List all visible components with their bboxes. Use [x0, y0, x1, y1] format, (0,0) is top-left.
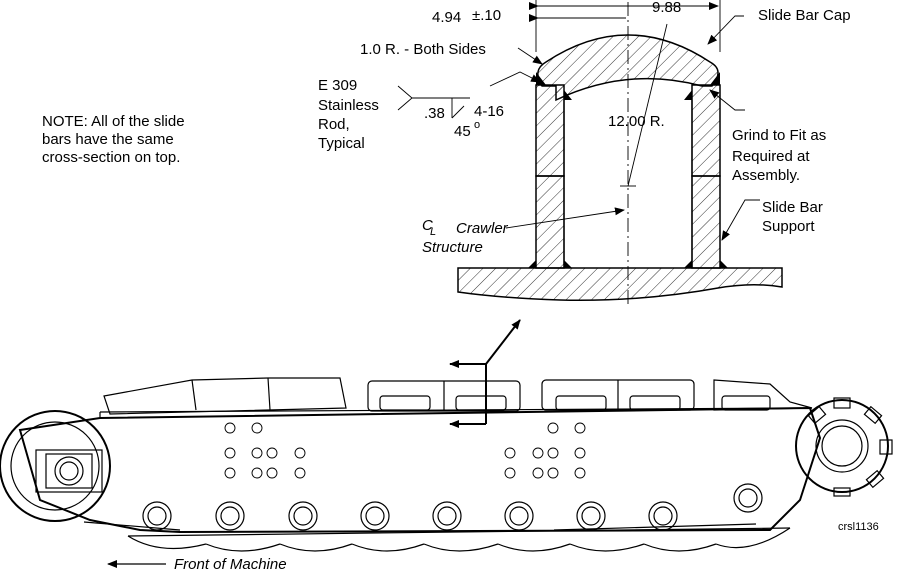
grind-note-line-2: Required at	[732, 148, 810, 165]
dim-half-width: 4.94	[432, 9, 461, 26]
section-cut-marker	[449, 319, 521, 428]
slide-bar-support-right	[691, 175, 721, 269]
slide-bar-support-label-2: Support	[762, 218, 815, 235]
weld-size: .38	[424, 105, 445, 122]
centerline-symbol: C	[422, 217, 433, 234]
weld-angle: 45	[454, 123, 471, 140]
slide-bar-left	[535, 84, 565, 177]
slide-bar-cap-label: Slide Bar Cap	[758, 7, 851, 24]
grind-note-line-3: Assembly.	[732, 167, 800, 184]
bottom-track-shoes	[127, 527, 791, 552]
weld-angle-unit: o	[474, 119, 480, 131]
weld-base-left-out	[528, 260, 536, 268]
weld-rod-line-3: Rod,	[318, 116, 350, 133]
rear-sprocket-inner	[815, 419, 869, 473]
slide-bar-section-view	[397, 0, 783, 308]
weld-cap-inner-right	[684, 90, 692, 100]
crawler-frame	[18, 406, 822, 534]
rear-sprocket-outer	[795, 399, 889, 493]
weld-rod-line-2: Stainless	[318, 97, 379, 114]
weld-rod-line-1: E 309	[318, 77, 357, 94]
weld-base-left-in	[564, 260, 572, 268]
upper-track-shoes	[103, 377, 813, 415]
radius-both-sides: 1.0 R. - Both Sides	[360, 41, 486, 58]
front-idler-inner	[10, 421, 100, 511]
slide-bar-cap	[537, 34, 719, 102]
slide-bar-right	[691, 84, 721, 177]
crawler-structure-plate	[457, 267, 783, 301]
crawler-label: Crawler	[456, 220, 509, 237]
dim-full-width: 9.88	[652, 0, 681, 16]
weld-base-right-out	[720, 260, 728, 268]
take-up-block	[35, 449, 103, 493]
bolt-group-left	[224, 422, 306, 479]
front-of-machine-label: Front of Machine	[174, 556, 287, 573]
sprocket-teeth	[807, 397, 893, 497]
slide-bar-support-left	[535, 175, 565, 269]
grind-note-line-1: Grind to Fit as	[732, 127, 826, 144]
note-line-3: cross-section on top.	[42, 149, 180, 166]
weld-pitch: 4-16	[474, 103, 504, 120]
weld-cap-inner-left	[564, 90, 572, 100]
lower-rollers	[142, 483, 763, 531]
note-line-2: bars have the same	[42, 131, 174, 148]
crawler-side-view	[0, 319, 893, 568]
weld-rod-line-4: Typical	[318, 135, 365, 152]
cap-radius: 12.00 R.	[608, 113, 665, 130]
weld-cap-right	[710, 72, 720, 85]
slide-bar-support-label-1: Slide Bar	[762, 199, 823, 216]
centerline-sub: L	[430, 226, 436, 238]
figure-id: crsl1136	[838, 521, 879, 533]
structure-label: Structure	[422, 239, 483, 256]
front-idler-outer	[0, 410, 111, 522]
bolt-group-right	[504, 422, 586, 479]
dim-tolerance: ±.10	[472, 7, 501, 24]
weld-base-right-in	[684, 260, 692, 268]
note-line-1: NOTE: All of the slide	[42, 113, 185, 130]
